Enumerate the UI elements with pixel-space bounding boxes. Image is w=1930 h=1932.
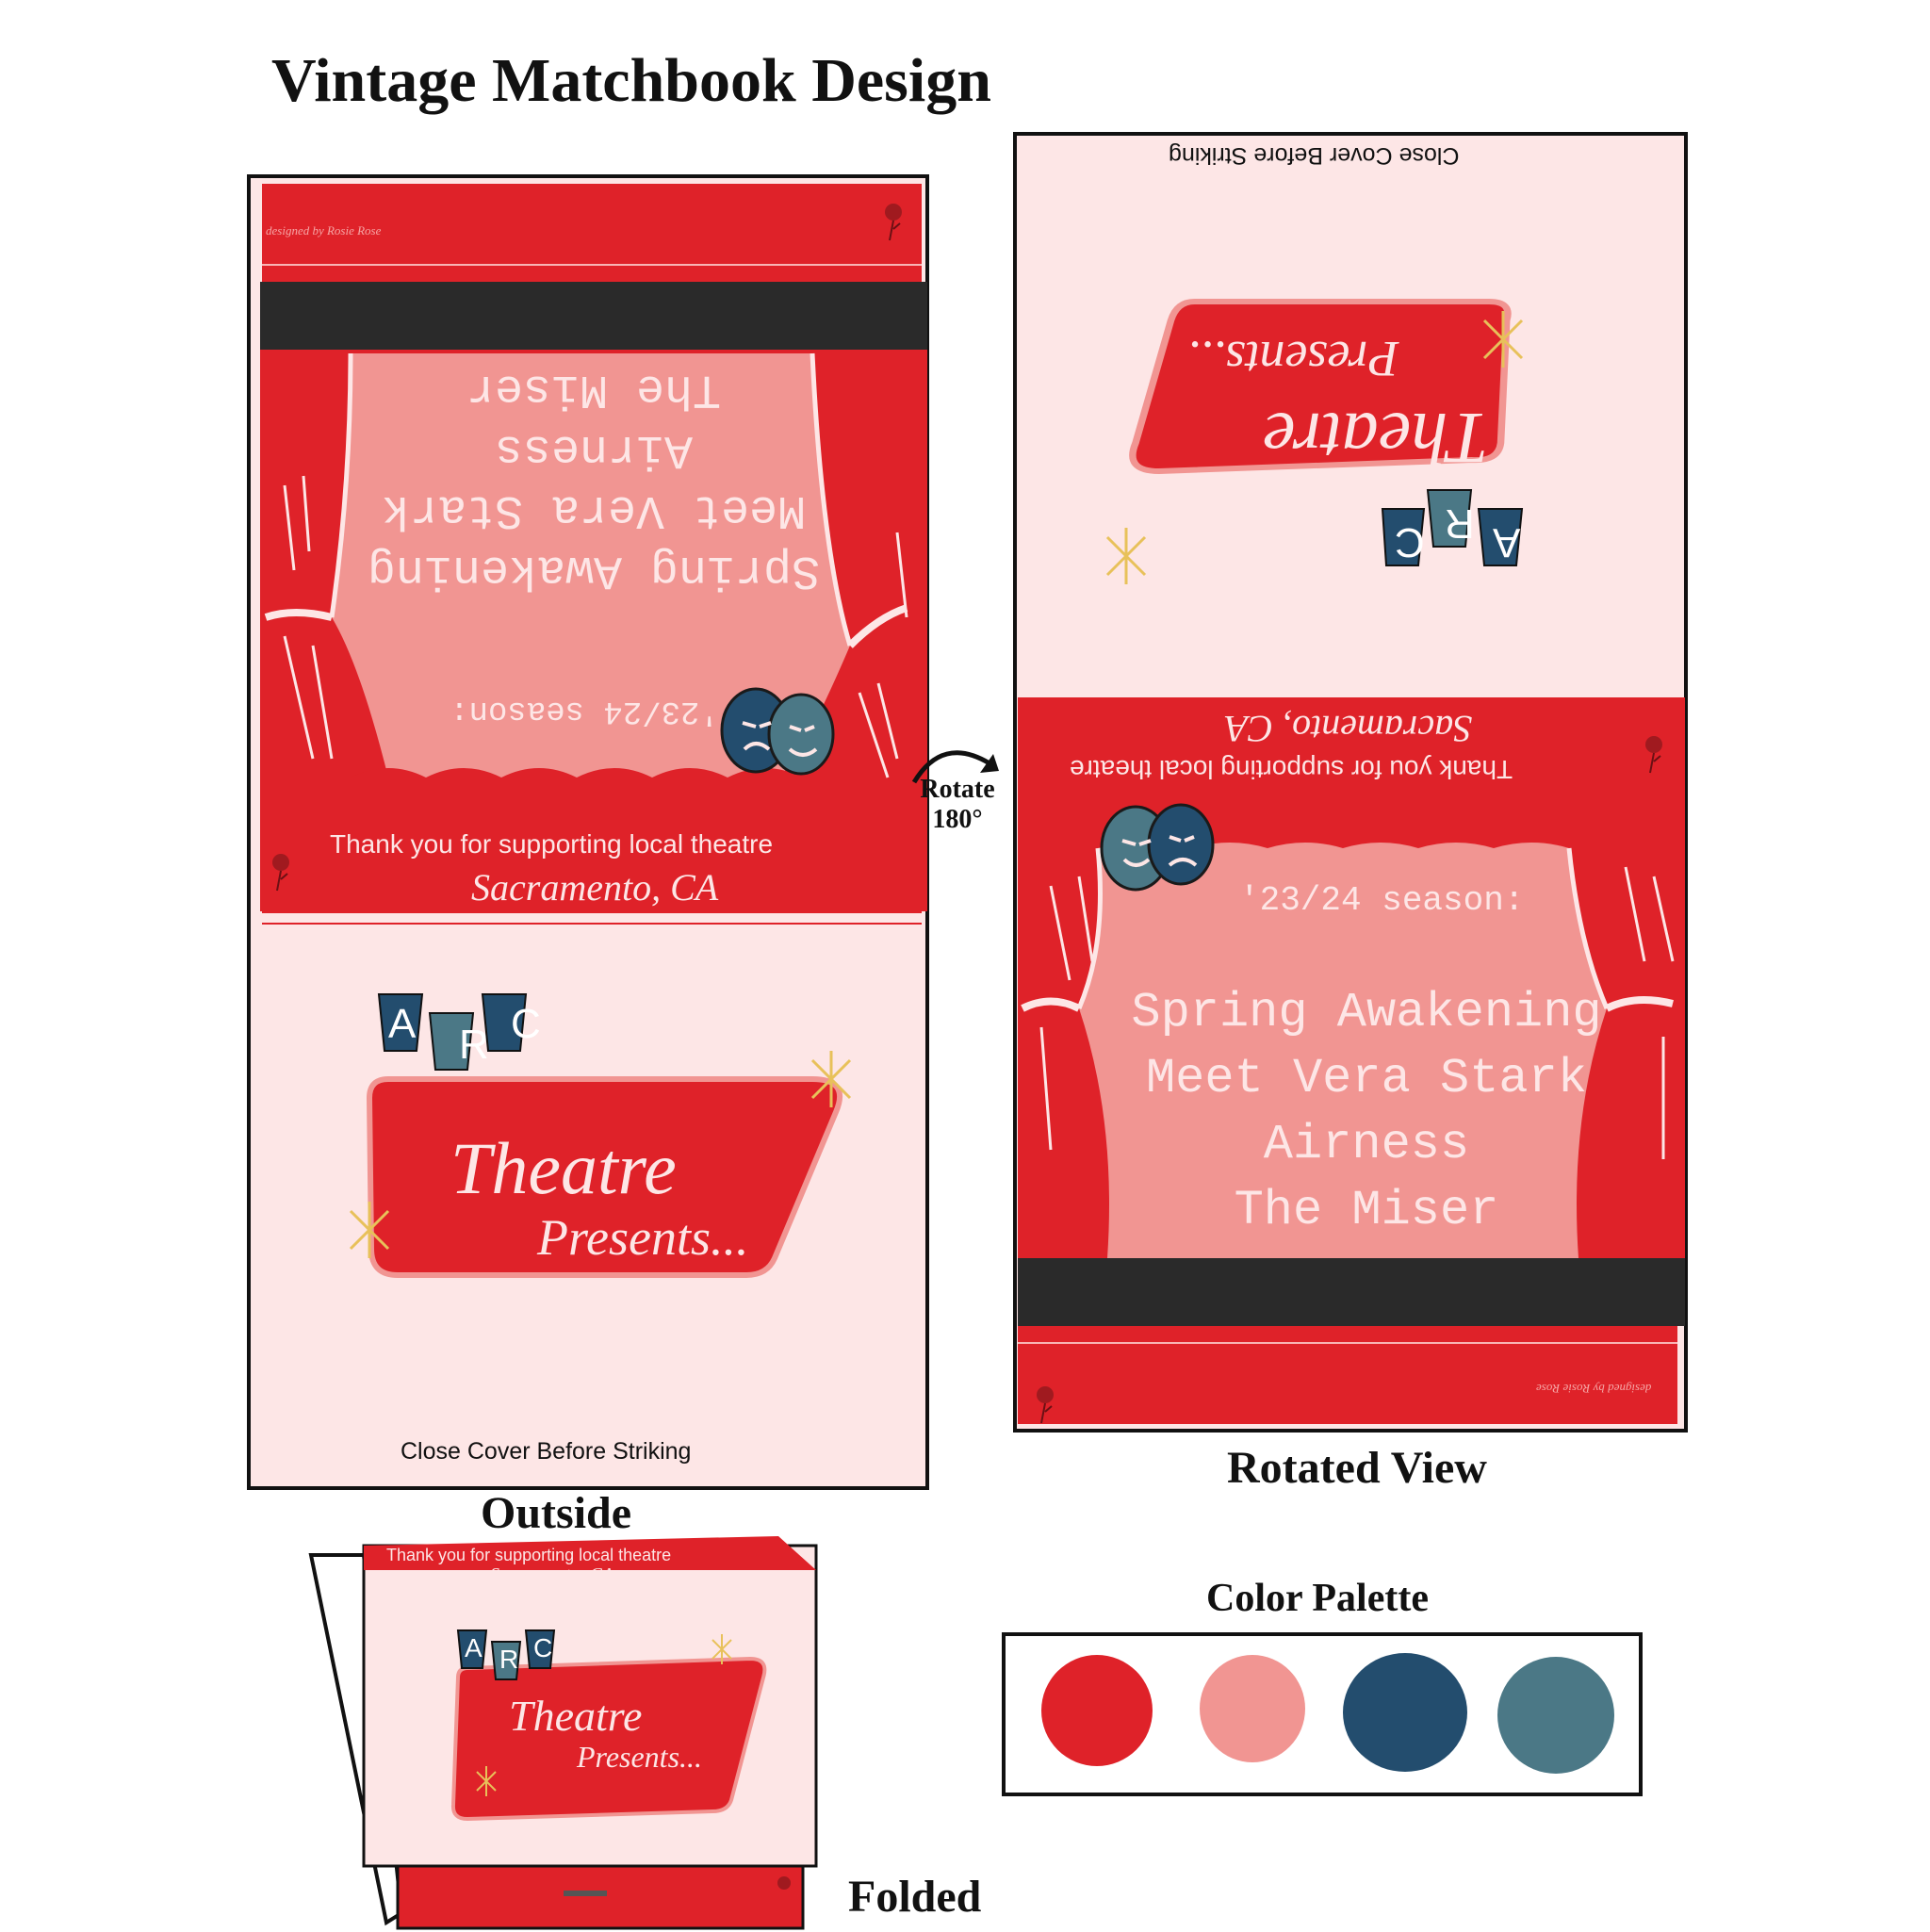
rotated-close-cover: Close Cover Before Striking bbox=[1169, 142, 1460, 169]
rotate-label: Rotate 180° bbox=[920, 775, 995, 834]
rotated-logo-theatre: Theatre bbox=[1263, 398, 1489, 480]
show-item: Airness bbox=[1263, 1117, 1470, 1172]
folded-logo-presents: Presents... bbox=[577, 1740, 703, 1774]
color-palette-box bbox=[1002, 1632, 1643, 1796]
folded-matchbook bbox=[308, 1536, 818, 1930]
outside-logo-presents: Presents... bbox=[537, 1209, 749, 1266]
folded-logo-letter-c: C bbox=[533, 1633, 553, 1662]
outside-label: Outside bbox=[481, 1488, 632, 1538]
show-item: The Miser bbox=[1234, 1183, 1499, 1238]
rotated-logo-letter-c: C bbox=[1395, 519, 1425, 565]
folded-thank-you: Thank you for supporting local theatre bbox=[386, 1546, 672, 1564]
folded-logo-letter-r: R bbox=[499, 1645, 519, 1674]
show-item: Meet Vera Stark bbox=[381, 483, 807, 536]
rotated-logo-presents: Presents... bbox=[1187, 331, 1399, 387]
folded-logo-letter-a: A bbox=[465, 1633, 482, 1662]
outside-thank-you: Thank you for supporting local theatre bbox=[330, 829, 774, 859]
show-item: Airness bbox=[494, 422, 694, 476]
outside-city: Sacramento, CA bbox=[471, 866, 719, 909]
rotated-logo-letter-r: R bbox=[1445, 500, 1475, 547]
outside-logo-theatre: Theatre bbox=[450, 1127, 677, 1209]
outside-matchbook bbox=[247, 174, 929, 1490]
rose-icon bbox=[777, 1876, 791, 1890]
rotated-show-list: Spring Awakening Meet Vera Stark Airness… bbox=[1121, 980, 1611, 1244]
color-palette-label: Color Palette bbox=[1206, 1577, 1429, 1620]
swatch-pink bbox=[1200, 1655, 1305, 1762]
rose-icon bbox=[1037, 1386, 1054, 1424]
rotated-credit: designed by Rosie Rose bbox=[1536, 1382, 1652, 1396]
arc-logo bbox=[1105, 299, 1524, 584]
outside-logo-letter-r: R bbox=[459, 1022, 489, 1068]
rose-icon bbox=[272, 854, 289, 892]
theatre-masks-icon bbox=[1100, 803, 1215, 892]
folded-label: Folded bbox=[848, 1872, 982, 1922]
arc-logo bbox=[349, 993, 852, 1278]
show-item: Spring Awakening bbox=[1131, 985, 1602, 1040]
rotated-logo-letter-a: A bbox=[1493, 519, 1521, 565]
show-item: The Miser bbox=[466, 362, 722, 416]
swatch-red bbox=[1041, 1655, 1153, 1766]
rose-icon bbox=[1645, 736, 1662, 774]
swatch-navy bbox=[1343, 1653, 1467, 1772]
folded-logo-theatre: Theatre bbox=[509, 1692, 643, 1740]
arc-logo bbox=[450, 1629, 767, 1822]
outside-logo-letter-c: C bbox=[511, 1001, 541, 1047]
outside-close-cover: Close Cover Before Striking bbox=[401, 1438, 692, 1465]
rotated-matchbook bbox=[1013, 132, 1688, 1433]
rotated-city: Sacramento, CA bbox=[1225, 708, 1473, 750]
rotated-view-label: Rotated View bbox=[1227, 1443, 1487, 1493]
outside-show-list: Spring Awakening Meet Vera Stark Airness… bbox=[358, 358, 829, 599]
show-item: Meet Vera Stark bbox=[1145, 1051, 1588, 1106]
show-item: Spring Awakening bbox=[367, 543, 821, 597]
swatch-teal bbox=[1497, 1657, 1614, 1774]
rose-icon bbox=[885, 204, 902, 241]
page-title: Vintage Matchbook Design bbox=[271, 46, 991, 115]
outside-season-label: '23/24 season: bbox=[450, 693, 719, 729]
outside-logo-letter-a: A bbox=[388, 1001, 417, 1047]
rotate-arrow-icon bbox=[911, 750, 999, 784]
folded-city: Sacramento, CA bbox=[490, 1564, 614, 1585]
outside-credit: designed by Rosie Rose bbox=[266, 223, 382, 237]
theatre-masks-icon bbox=[720, 687, 835, 776]
rotated-thank-you: Thank you for supporting local theatre bbox=[1070, 755, 1513, 784]
rotated-season-label: '23/24 season: bbox=[1239, 881, 1525, 920]
